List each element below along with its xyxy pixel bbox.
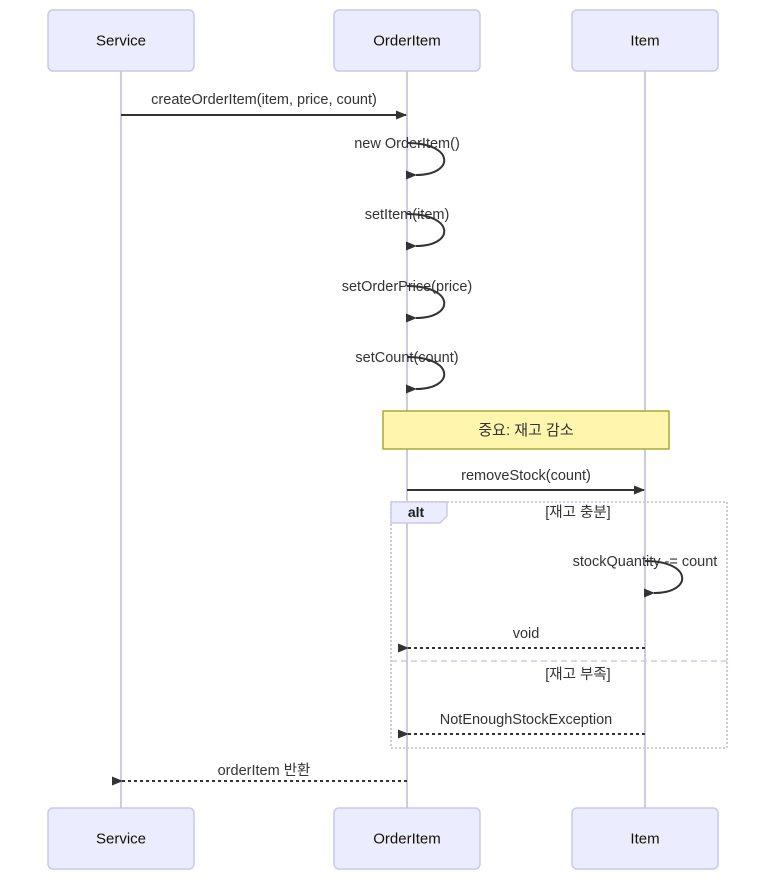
notes-group: 중요: 재고 감소 bbox=[382, 410, 670, 450]
message-label: stockQuantity -= count bbox=[573, 554, 718, 570]
message-label: NotEnoughStockException bbox=[440, 712, 613, 728]
message-arrow bbox=[405, 285, 446, 323]
message-m10[interactable]: orderItem 반환 bbox=[112, 762, 407, 786]
fragment-kind-box bbox=[390, 501, 448, 524]
message-label: createOrderItem(item, price, count) bbox=[151, 92, 377, 108]
message-m2[interactable]: new OrderItem() bbox=[354, 136, 460, 180]
message-label: setOrderPrice(price) bbox=[342, 279, 473, 295]
note-text: 중요: 재고 감소 bbox=[478, 422, 574, 439]
participant-box bbox=[333, 9, 481, 72]
message-label: orderItem 반환 bbox=[218, 762, 311, 779]
message-m8[interactable]: void bbox=[398, 626, 645, 653]
message-m9[interactable]: NotEnoughStockException bbox=[398, 712, 645, 739]
participant-service-top[interactable]: Service bbox=[47, 9, 195, 72]
fragment-guard-1: [재고 부족] bbox=[545, 666, 610, 683]
participant-orderitem-bottom[interactable]: OrderItem bbox=[333, 807, 481, 870]
message-arrow bbox=[643, 560, 684, 598]
participant-item-top[interactable]: Item bbox=[571, 9, 719, 72]
participant-orderitem-top[interactable]: OrderItem bbox=[333, 9, 481, 72]
message-m7[interactable]: stockQuantity -= count bbox=[573, 554, 718, 598]
message-m3[interactable]: setItem(item) bbox=[365, 207, 450, 251]
message-m5[interactable]: setCount(count) bbox=[355, 350, 459, 394]
message-label: setItem(item) bbox=[365, 207, 450, 223]
message-label: void bbox=[513, 626, 540, 642]
participant-service-bottom[interactable]: Service bbox=[47, 807, 195, 870]
participant-box bbox=[571, 807, 719, 870]
participant-label-orderitem: OrderItem bbox=[373, 830, 441, 847]
fragment-kind-label: alt bbox=[408, 504, 425, 520]
participant-box bbox=[333, 807, 481, 870]
message-m1[interactable]: createOrderItem(item, price, count) bbox=[121, 92, 407, 120]
message-arrow bbox=[405, 213, 446, 251]
message-m6[interactable]: removeStock(count) bbox=[407, 468, 645, 495]
participant-item-bottom[interactable]: Item bbox=[571, 807, 719, 870]
note-box bbox=[382, 410, 670, 450]
fragment-border bbox=[390, 501, 728, 749]
message-arrow bbox=[405, 356, 446, 394]
participant-label-orderitem: OrderItem bbox=[373, 32, 441, 49]
participant-box bbox=[47, 9, 195, 72]
message-label: removeStock(count) bbox=[461, 468, 591, 484]
fragments-group: [재고 충분] [재고 부족] alt bbox=[390, 501, 728, 749]
note-note1: 중요: 재고 감소 bbox=[382, 410, 670, 450]
fragment-guard-0: [재고 충분] bbox=[545, 504, 610, 521]
participant-box bbox=[47, 807, 195, 870]
participant-box bbox=[571, 9, 719, 72]
participant-label-item: Item bbox=[630, 32, 659, 49]
message-m4[interactable]: setOrderPrice(price) bbox=[342, 279, 473, 323]
message-arrow bbox=[405, 142, 446, 180]
participant-label-service: Service bbox=[96, 830, 146, 847]
message-label: setCount(count) bbox=[355, 350, 458, 366]
messages-group: createOrderItem(item, price, count) new O… bbox=[112, 92, 718, 786]
participant-label-service: Service bbox=[96, 32, 146, 49]
participant-label-item: Item bbox=[630, 830, 659, 847]
message-label: new OrderItem() bbox=[354, 136, 460, 152]
fragment-alt: [재고 충분] [재고 부족] alt bbox=[390, 501, 728, 749]
